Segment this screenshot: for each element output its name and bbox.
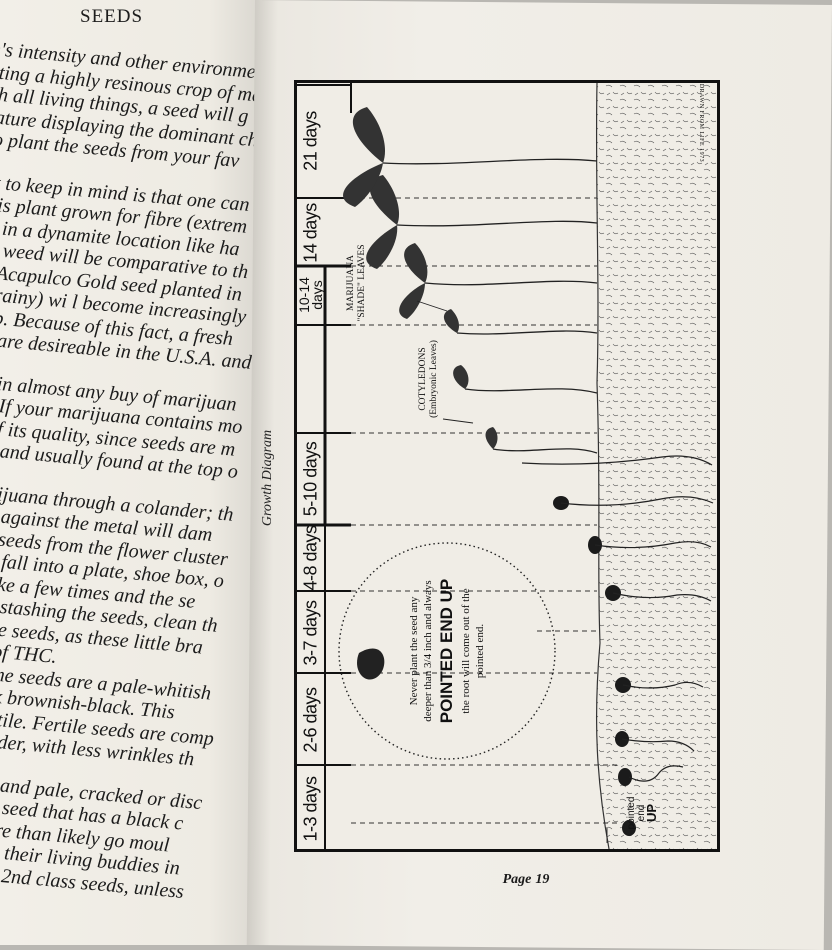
stage-label: 3-7 days [300, 600, 321, 666]
stage-label: 5-10 days [300, 441, 321, 517]
annotation-line: "SHADE" LEAVES [357, 244, 367, 322]
stage-label: 2-6 days [300, 687, 321, 753]
stage-label-10-14: 10-14 days [296, 263, 325, 327]
note-line: Never plant the seed any [408, 596, 420, 706]
stage-label: 14 days [300, 203, 321, 263]
note-line: deeper than 3/4 inch and always [422, 580, 434, 722]
note-emphasis: POINTED END UP [437, 578, 456, 724]
left-page-text: n's intensity and other environment atin… [0, 38, 262, 906]
stage-label: 1-3 days [300, 776, 321, 842]
stage-label-bottom: days [309, 280, 325, 310]
soil-region [596, 83, 717, 849]
pointed-end-label: pointed end UP [626, 791, 659, 835]
page-label: Page [502, 872, 532, 887]
note-circle [338, 542, 556, 760]
planting-note: Never plant the seed any deeper than 3/4… [407, 551, 487, 751]
soil-surface-line [595, 83, 610, 849]
diagram-illustration [297, 83, 717, 849]
roots [521, 455, 714, 782]
leaves [343, 107, 498, 449]
note-line: pointed end. [474, 623, 486, 679]
note-line: the root will come out of the [460, 588, 472, 714]
cotyledons-label: COTYLEDONS (Embryonic Leaves) [418, 340, 440, 418]
page-number-value: 19 [535, 872, 550, 887]
left-page: SEEDS n's intensity and other environmen… [0, 0, 262, 945]
annotation-line: UP [644, 803, 659, 823]
annotation-line: COTYLEDONS [418, 347, 428, 411]
shade-leaves-label: MARIJUANA "SHADE" LEAVES [346, 245, 368, 322]
annotation-arrows [416, 300, 608, 843]
stage-label: 21 days [300, 111, 321, 171]
germinating-seeds [553, 496, 636, 836]
annotation-line: MARIJUANA [346, 255, 356, 311]
running-head: SEEDS [80, 6, 144, 27]
stage-label: 4-8 days [300, 525, 321, 591]
drawing-credit: DRAWN FROM LIFE 1973 [698, 83, 704, 163]
figure-caption: Growth Diagram [260, 429, 275, 527]
growth-diagram: 1-3 days 2-6 days 3-7 days 4-8 days 5-10… [294, 80, 720, 852]
stems [382, 158, 598, 454]
seed-drawing [357, 648, 385, 680]
annotation-line: (Embryonic Leaves) [429, 340, 439, 418]
